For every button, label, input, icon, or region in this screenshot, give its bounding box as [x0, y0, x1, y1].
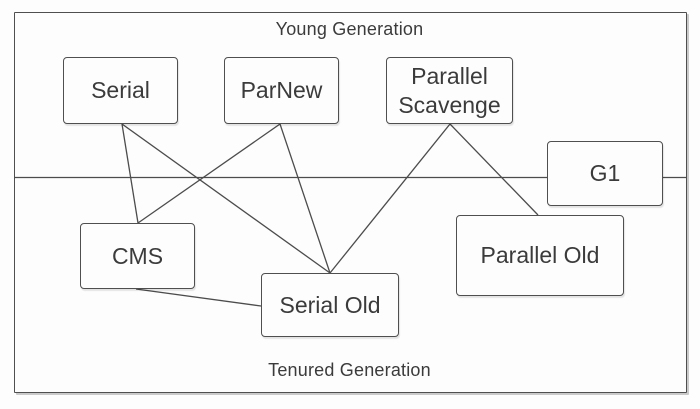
- node-parallel-old-label: Parallel Old: [480, 242, 600, 269]
- edge-serial-serial-old: [121, 123, 331, 274]
- node-g1: G1: [547, 141, 663, 206]
- node-parnew-label: ParNew: [240, 77, 323, 104]
- node-parnew: ParNew: [224, 57, 339, 124]
- young-generation-label: Young Generation: [275, 19, 424, 39]
- node-parallel-scavenge-label: Parallel Scavenge: [398, 63, 501, 118]
- node-serial-label: Serial: [91, 77, 150, 104]
- edge-serial-cms: [121, 123, 139, 224]
- edge-parnew-cms: [137, 123, 281, 224]
- edge-parallel-scavenge-serial-old: [329, 123, 451, 274]
- node-parallel-scavenge: Parallel Scavenge: [386, 57, 513, 124]
- edge-cms-serial-old: [135, 288, 262, 307]
- node-parallel-old: Parallel Old: [456, 215, 624, 296]
- node-serial: Serial: [63, 57, 178, 124]
- edge-parallel-scavenge-parallel-old: [449, 123, 539, 216]
- node-serial-old: Serial Old: [261, 273, 399, 337]
- node-cms: CMS: [80, 223, 195, 289]
- edge-parnew-serial-old: [279, 123, 331, 274]
- node-cms-label: CMS: [111, 242, 164, 269]
- node-g1-label: G1: [589, 160, 621, 187]
- node-serial-old-label: Serial Old: [279, 291, 381, 318]
- tenured-generation-label: Tenured Generation: [268, 360, 431, 380]
